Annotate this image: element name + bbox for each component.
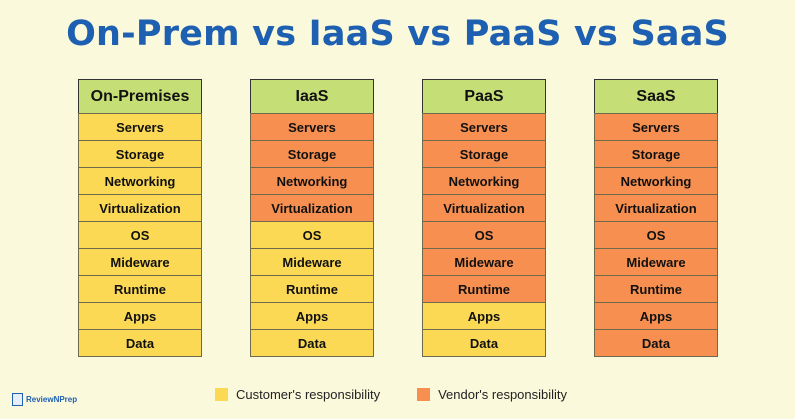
layer-cell-networking: Networking (594, 167, 718, 195)
legend-item-customer: Customer's responsibility (215, 387, 380, 402)
column-header: PaaS (422, 79, 546, 114)
layer-cell-mideware: Mideware (250, 248, 374, 276)
layer-cell-virtualization: Virtualization (422, 194, 546, 222)
column-header: On-Premises (78, 79, 202, 114)
layer-cell-apps: Apps (422, 302, 546, 330)
layer-cell-apps: Apps (594, 302, 718, 330)
layer-cell-mideware: Mideware (594, 248, 718, 276)
layer-cell-virtualization: Virtualization (250, 194, 374, 222)
brand-logo: ReviewNPrep (12, 393, 77, 406)
legend: Customer's responsibility Vendor's respo… (215, 387, 604, 402)
layer-cell-mideware: Mideware (78, 248, 202, 276)
layer-cell-runtime: Runtime (422, 275, 546, 303)
layer-cell-runtime: Runtime (78, 275, 202, 303)
layer-cell-storage: Storage (78, 140, 202, 168)
layer-cell-storage: Storage (250, 140, 374, 168)
layer-cell-virtualization: Virtualization (594, 194, 718, 222)
layer-cell-networking: Networking (422, 167, 546, 195)
logo-text: ReviewNPrep (26, 395, 78, 404)
legend-vendor-label: Vendor's responsibility (438, 387, 568, 402)
layer-cell-servers: Servers (422, 113, 546, 141)
layer-cell-apps: Apps (250, 302, 374, 330)
layer-cell-runtime: Runtime (250, 275, 374, 303)
layer-cell-data: Data (250, 329, 374, 357)
layer-cell-networking: Networking (250, 167, 374, 195)
layer-cell-os: OS (78, 221, 202, 249)
legend-customer-label: Customer's responsibility (236, 387, 381, 402)
vendor-swatch-icon (417, 388, 431, 401)
layer-cell-apps: Apps (78, 302, 202, 330)
layer-cell-runtime: Runtime (594, 275, 718, 303)
column-header: SaaS (594, 79, 718, 114)
layer-cell-data: Data (594, 329, 718, 357)
layer-cell-servers: Servers (250, 113, 374, 141)
legend-item-vendor: Vendor's responsibility (417, 387, 567, 402)
layer-cell-storage: Storage (594, 140, 718, 168)
layer-cell-data: Data (78, 329, 202, 357)
layer-cell-virtualization: Virtualization (78, 194, 202, 222)
layer-cell-storage: Storage (422, 140, 546, 168)
layer-cell-os: OS (250, 221, 374, 249)
column-header: IaaS (250, 79, 374, 114)
page-title: On-Prem vs IaaS vs PaaS vs SaaS (66, 14, 729, 54)
customer-swatch-icon (215, 388, 228, 401)
logo-icon (12, 393, 23, 406)
layer-cell-data: Data (422, 329, 546, 357)
layer-cell-os: OS (422, 221, 546, 249)
layer-cell-mideware: Mideware (422, 248, 546, 276)
layer-cell-os: OS (594, 221, 718, 249)
layer-cell-networking: Networking (78, 167, 202, 195)
layer-cell-servers: Servers (594, 113, 718, 141)
layer-cell-servers: Servers (78, 113, 202, 141)
